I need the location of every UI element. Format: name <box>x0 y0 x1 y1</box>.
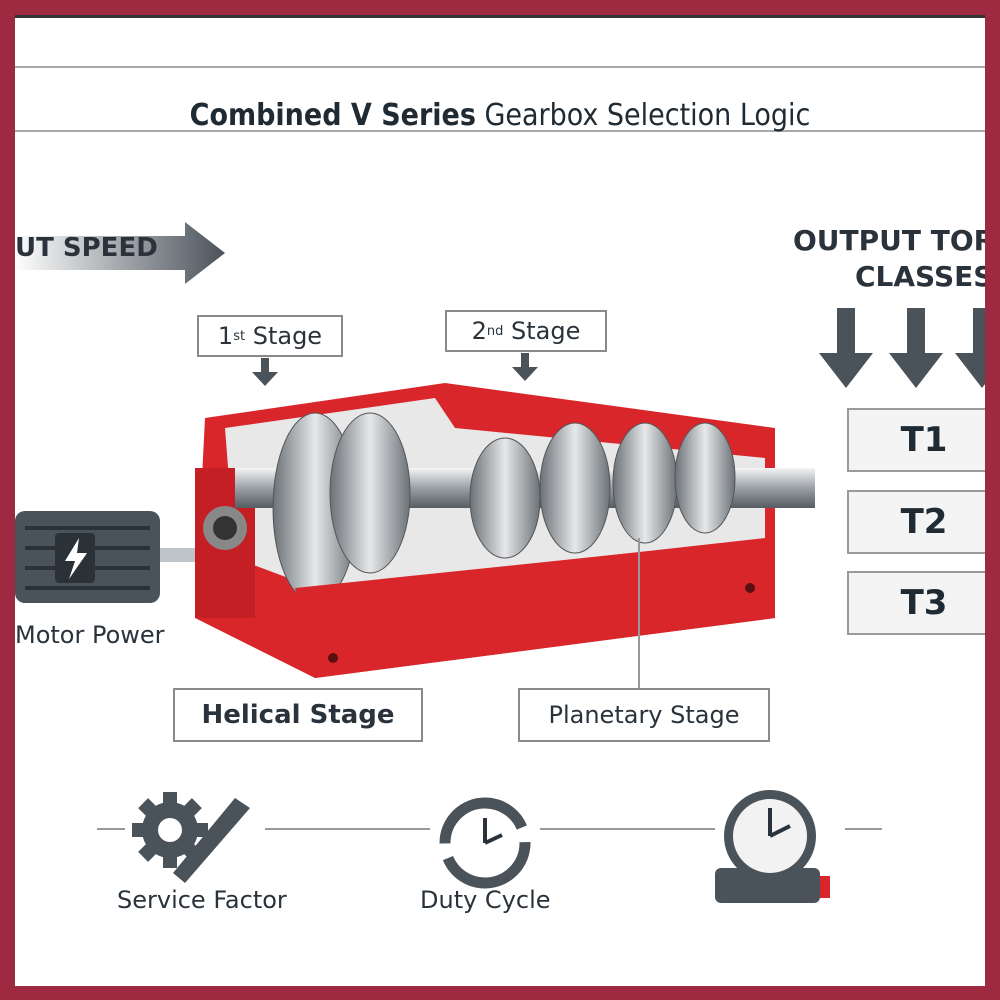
input-speed-arrow-icon <box>15 222 225 284</box>
helical-stage-box: Helical Stage <box>173 688 423 742</box>
gearbox-illustration <box>195 383 815 678</box>
planetary-stage-box: Planetary Stage <box>518 688 770 742</box>
gear-wrench-icon <box>125 788 265 888</box>
leader-line <box>638 538 640 688</box>
stage-arrow-icon <box>252 358 278 386</box>
page-title: Combined V Series Gearbox Selection Logi… <box>189 98 811 133</box>
divider <box>15 130 985 132</box>
stage-arrow-icon <box>512 353 538 381</box>
torque-class-t2: T2 <box>847 490 985 554</box>
duty-cycle-icon <box>430 793 540 893</box>
input-speed-label: UT SPEED <box>15 233 158 263</box>
duty-cycle-label: Duty Cycle <box>420 886 551 914</box>
output-torque-label: OUTPUT TORQ CLASSES <box>793 224 985 293</box>
clock-gauge-icon <box>715 788 845 908</box>
down-arrows-icon <box>819 308 985 388</box>
torque-class-t1: T1 <box>847 408 985 472</box>
motor-power-label: Motor Power <box>15 621 165 649</box>
service-factor-label: Service Factor <box>117 886 287 914</box>
motor-icon <box>15 511 195 603</box>
torque-class-t3: T3 <box>847 571 985 635</box>
diagram-canvas: Combined V Series Gearbox Selection Logi… <box>15 15 985 986</box>
divider <box>15 66 985 68</box>
